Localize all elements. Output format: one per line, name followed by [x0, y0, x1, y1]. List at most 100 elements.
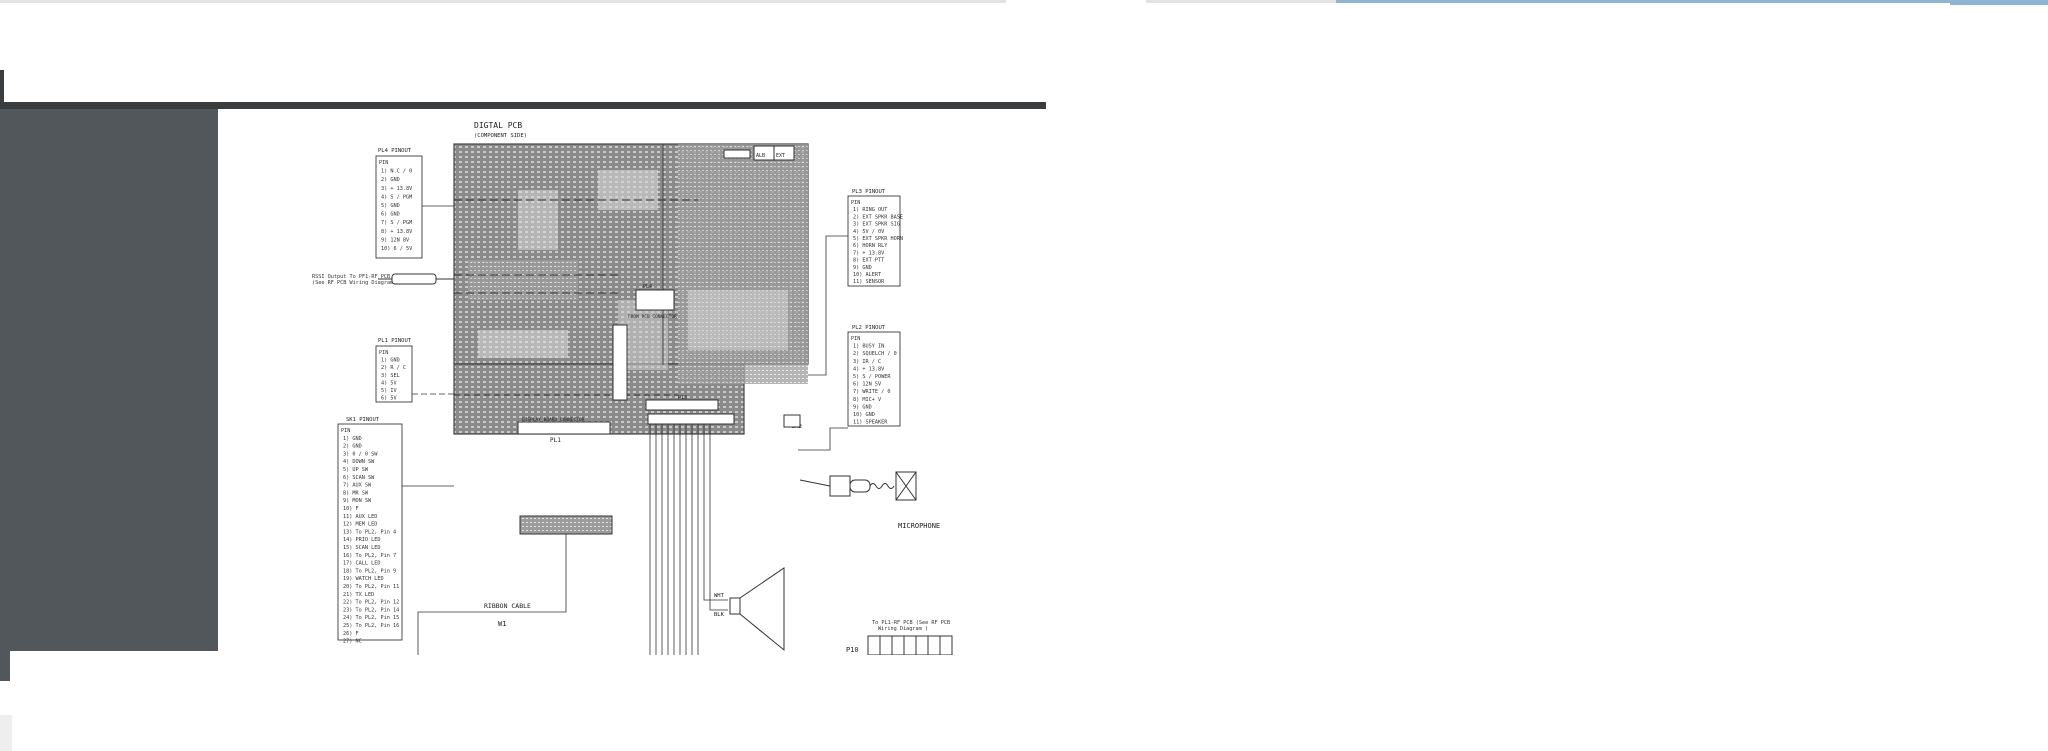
pl2-title: PL2 PINOUT: [852, 325, 886, 331]
pl4-pin-2: 2) GND: [381, 177, 400, 183]
pl2-pin-7: 7) WRITE / 0: [853, 389, 890, 395]
sk1-pin-14: 14) PRIO LED: [343, 537, 380, 543]
w1-label: W1: [498, 620, 506, 628]
pl1-pin-5: 5) IV: [381, 388, 397, 394]
p10-label: P10: [846, 646, 859, 654]
top-border-left: [0, 0, 1006, 3]
pl3-pin-10: 10) ALERT: [853, 272, 881, 278]
pl1-pin-3: 3) SEL: [381, 373, 400, 379]
schematic-drawing: DIGTAL PCB (COMPONENT SIDE) ALB EXT PL4 …: [312, 121, 953, 655]
pl1-pin-0: PIN: [379, 350, 388, 356]
speaker: WHT BLK: [714, 567, 785, 652]
pl2-pin-9: 9) GND: [853, 404, 872, 410]
sk1-pin-19: 19) WATCH LED: [343, 576, 384, 582]
ribbon-cable-label: RIBBON CABLE: [484, 602, 531, 610]
pl2-pin-10: 10) GND: [853, 412, 875, 418]
pl3-pin-0: PIN: [851, 200, 860, 206]
diagram-title: DIGTAL PCB: [474, 121, 522, 130]
pl3-pin-4: 4) 5V / 0V: [853, 229, 884, 235]
pl4-pin-list: PIN 1) N.C / 0 2) GND 3) + 13.8V 4) S / PGM 5…: [379, 160, 412, 252]
pl3-pin-6: 6) HORN RLY: [853, 243, 888, 249]
p10-connector: To PL1-RF PCB (See RF PCB Wiring Diagram…: [846, 620, 953, 655]
pl3-pin-2: 2) EXT SPKR BASE: [853, 214, 903, 220]
viewer-toolbar-bar: [0, 102, 1046, 109]
pl2-pin-11: 11) SPEAKER: [853, 420, 888, 426]
sk1-pin-15: 15) SCAN LED: [343, 545, 380, 551]
sk1-pin-3: 3) 0 / 0 SW: [343, 451, 378, 457]
pl1-title: PL1 PINOUT: [378, 338, 412, 344]
sk1-pin-23: 23) To PL2, Pin 14: [343, 607, 399, 613]
pl2-pin-0: PIN: [851, 336, 860, 342]
rssi-note-1: RSSI Output To PF1-RF PCB: [312, 274, 390, 280]
pl4-pin-4: 4) S / PGM: [381, 194, 412, 200]
sk1-pin-25: 25) To PL2, Pin 16: [343, 623, 399, 629]
pl2-pin-8: 8) MIC+ V: [853, 397, 881, 403]
diagram-subtitle: (COMPONENT SIDE): [474, 133, 527, 139]
connector-p13-label: P13: [678, 395, 687, 401]
pl1-pin-1: 1) GND: [381, 358, 400, 364]
pl4-pin-6: 6) GND: [381, 212, 400, 218]
pl3-pin-11: 11) SENSOR: [853, 279, 885, 285]
pl3-pin-1: 1) RING OUT: [853, 207, 887, 213]
pl4-pin-8: 8) + 13.8V: [381, 229, 412, 235]
pl3-pin-5: 5) EXT SPKR HORN: [853, 236, 903, 242]
microphone: MICROPHONE: [799, 471, 940, 530]
rf-connector-label: FROM PCB CONNECTOR: [628, 314, 677, 320]
pl3-title: PL3 PINOUT: [852, 189, 886, 195]
sk1-pin-12: 12) MEM LED: [343, 522, 377, 528]
pl1-pin-4: 4) 5V: [381, 380, 397, 386]
sk1-pin-1: 1) GND: [343, 436, 362, 442]
sk1-title: SK1 PINOUT: [346, 417, 380, 423]
pl4-pin-7: 7) S / PGM: [381, 220, 412, 226]
blk-wire-label: BLK: [714, 612, 725, 618]
pl4-pin-3: 3) + 13.8V: [381, 186, 412, 192]
sk1-pin-2: 2) GND: [343, 444, 362, 450]
pcb-board: ALB EXT PL4 FROM PCB CONNECTOR P13 DISPL…: [453, 143, 809, 444]
pl2-pin-4: 4) + 13.8V: [853, 366, 884, 372]
sk1-pin-24: 24) To PL2, Pin 15: [343, 615, 399, 621]
ribbon-cable: RIBBON CABLE W1: [417, 515, 613, 655]
sk1-pin-10: 10) F: [343, 506, 359, 512]
sk1-pin-8: 8) MR SW: [343, 490, 369, 496]
pl3-pin-8: 8) EXT PTT: [853, 258, 884, 264]
viewer-side-rail: [0, 109, 218, 651]
pl4-title: PL4 PINOUT: [378, 148, 412, 154]
pl3-pin-3: 3) EXT SPKR SIG: [853, 222, 900, 228]
sk1-pin-20: 20) To PL2, Pin 11: [343, 584, 399, 590]
sk1-pin-18: 18) To PL2, Pin 9: [343, 568, 396, 574]
pl4-pin-10: 10) 6 / 5V: [381, 246, 412, 252]
sk1-pin-7: 7) AUX SW: [343, 483, 372, 489]
top-progress-accent: [1950, 0, 2048, 5]
pl4-pin-5: 5) GND: [381, 203, 400, 209]
sk1-pin-27: 27) NC: [343, 639, 362, 645]
sk1-pin-9: 9) MON SW: [343, 498, 372, 504]
sk1-pin-11: 11) AUX LED: [343, 514, 377, 520]
pl4-pin-1: 1) N.C / 0: [381, 169, 412, 175]
connector-alb-label: ALB: [756, 153, 765, 159]
pl2-pin-3: 3) IR / C: [853, 359, 881, 365]
viewer-corner: [0, 70, 4, 104]
sk1-pin-17: 17) CALL LED: [343, 561, 380, 567]
pl2-pin-1: 1) BUSY IN: [853, 344, 884, 350]
sk1-pin-21: 21) TX LED: [343, 592, 374, 598]
microphone-label: MICROPHONE: [898, 522, 940, 530]
pl4-pin-0: PIN: [379, 160, 388, 166]
pl3-pin-7: 7) + 13.8V: [853, 250, 884, 256]
sk1-pin-5: 5) UP SW: [343, 467, 369, 473]
sk1-pin-4: 4) DOWN SW: [343, 459, 375, 465]
pl2-pin-5: 5) S / POWER: [853, 374, 891, 380]
pl1-pin-2: 2) R / C: [381, 365, 406, 371]
p10-note-1: To PL1-RF PCB (See RF PCB: [872, 620, 950, 626]
rssi-cable: RSSI Output To PF1-RF PCB (See RF PCB Wi…: [312, 273, 454, 286]
wire-harness: [649, 424, 728, 655]
connector-pl4-label: PL4: [643, 284, 652, 290]
rssi-note-2: (See RF PCB Wiring Diagram): [312, 280, 396, 286]
wht-wire-label: WHT: [714, 593, 725, 599]
connector-ext-label: EXT: [776, 153, 785, 159]
